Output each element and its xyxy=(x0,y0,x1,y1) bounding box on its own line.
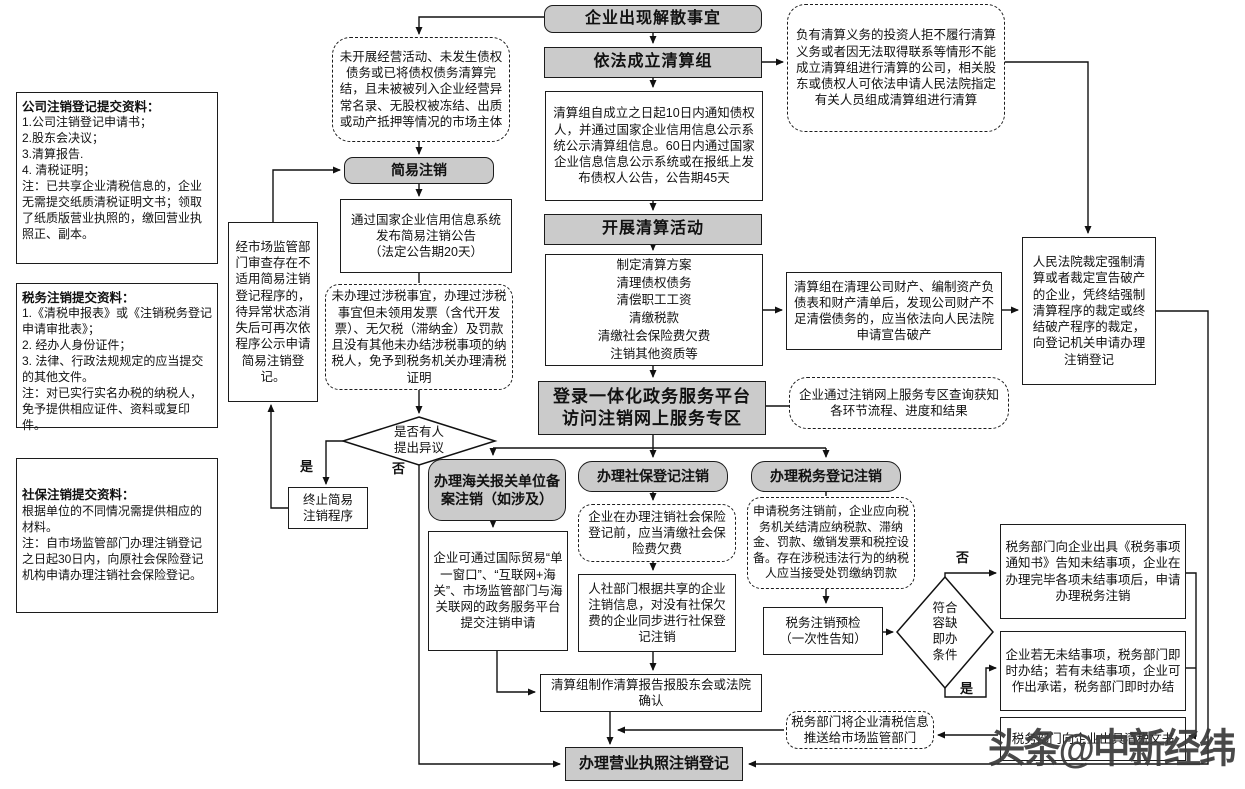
node-investor-refusal: 负有清算义务的投资人拒不履行清算义务或者因无法取得联系等情形不能成立清算组进行清… xyxy=(787,4,1005,132)
node-terminate-simple: 终止简易 注销程序 xyxy=(288,487,368,529)
node-customs-header: 办理海关报关单位备案注销（如涉及） xyxy=(428,459,566,521)
node-liquidation-plan: 制定清算方案 清理债权债务 清偿职工工资 清缴税款 清缴社会保险费欠费 注销其他… xyxy=(545,254,763,366)
edge-label-objection-no: 否 xyxy=(392,461,406,476)
concession-diamond-label: 符合 容缺 即办 条件 xyxy=(932,600,958,662)
node-market-review: 经市场监管部门审查存在不适用简易注销登记程序的，待异常状态消失后可再次依程序公示… xyxy=(228,222,318,402)
node-immediate-settle: 企业若无未结事项，税务部门即时办结；若有未结事项，企业可作出承诺，税务部门即时办… xyxy=(1000,631,1186,711)
node-tax-certificate: 税务部门向企业出具清税文书 xyxy=(1000,717,1186,761)
note-tax-materials: 税务注销提交资料： 1.《清税申报表》或《注销税务登记申请审批表》； 2. 经办… xyxy=(16,283,218,432)
node-simple-announcement: 通过国家企业信用信息系统发布简易注销公告 （法定公告期20天） xyxy=(340,199,512,273)
node-tax-header: 办理税务登记注销 xyxy=(751,461,901,492)
node-progress-query: 企业通过注销网上服务专区查询获知各环节流程、进度和结果 xyxy=(789,377,1009,429)
watermark-zhongxinjingwei: 头条@中新经纬 xyxy=(988,727,1236,771)
node-dissolve: 企业出现解散事宜 xyxy=(544,5,762,33)
node-liquidation-group: 依法成立清算组 xyxy=(544,47,762,78)
node-push-info: 税务部门将企业清税信息推送给市场监管部门 xyxy=(786,711,934,749)
edge-label-concession-yes: 是 xyxy=(960,681,974,696)
note-social-materials: 社保注销提交资料： 根据单位的不同情况需提供相应的材料。 注：自市场监管部门办理… xyxy=(16,458,218,613)
node-tax-precheck: 税务注销预检 （一次性告知） xyxy=(763,607,883,655)
node-insolvency-found: 清算组在清理公司财产、编制资产负债表和财产清单后，发现公司财产不足清偿债务的，应… xyxy=(786,272,1002,350)
note-social-title: 社保注销提交资料： xyxy=(22,488,135,503)
concession-diamond xyxy=(896,575,994,690)
node-court-ruling: 人民法院裁定强制清算或者裁定宣告破产的企业，凭终结强制清算程序的裁定或终结破产程… xyxy=(1022,237,1156,385)
node-liquidation-report: 清算组制作清算报告报股东会或法院确认 xyxy=(540,674,762,712)
node-license-deregistration: 办理营业执照注销登记 xyxy=(565,747,743,781)
node-simple-eligibility: 未开展经营活动、未发生债权债务或已将债权债务清算完结，且未被被列入企业经营异常名… xyxy=(332,37,510,142)
node-no-tax-matters: 未办理过涉税事宜，办理过涉税事宜但未领用发票（含代开发票）、无欠税（滞纳金）及罚… xyxy=(325,284,513,390)
node-social-header: 办理社保登记注销 xyxy=(578,461,728,492)
node-tax-clear: 申请税务注销前，企业应向税务机关结清应纳税款、滞纳金、罚款、缴销发票和税控设备。… xyxy=(747,497,915,589)
objection-diamond-label: 是否有人 提出异议 xyxy=(393,425,444,455)
note-company-title: 公司注销登记提交资料： xyxy=(22,100,160,114)
node-tax-notice: 税务部门向企业出具《税务事项通知书》告知未结事项，企业在办理完毕各项未结事项后，… xyxy=(1000,524,1186,619)
note-tax-title: 税务注销提交资料： xyxy=(22,291,135,305)
node-carry-out-liquidation: 开展清算活动 xyxy=(544,214,762,245)
node-customs-detail: 企业可通过国际贸易“单一窗口”、“互联网+海关”、市场监管部门与海关联网的政务服… xyxy=(428,531,568,651)
note-social-body: 根据单位的不同情况需提供相应的材料。 注：自市场监管部门办理注销登记之日起30日… xyxy=(22,503,204,582)
note-company-materials: 公司注销登记提交资料： 1.公司注销登记申请书； 2.股东会决议； 3.清算报告… xyxy=(16,92,218,264)
note-tax-body: 1.《清税申报表》或《注销税务登记申请审批表》； 2. 经办人身份证件； 3. … xyxy=(22,306,213,432)
edge-label-concession-no: 否 xyxy=(956,550,970,565)
node-simple-deregistration: 简易注销 xyxy=(344,157,494,184)
objection-diamond xyxy=(340,416,498,466)
note-company-body: 1.公司注销登记申请书； 2.股东会决议； 3.清算报告. 4. 清税证明； 注… xyxy=(22,115,203,241)
node-social-sync: 人社部门根据共享的企业注销信息，对没有社保欠费的企业同步进行社保登记注销 xyxy=(578,574,736,652)
node-login-platform: 登录一体化政务服务平台 访问注销网上服务专区 xyxy=(538,381,766,435)
edge-label-objection-yes: 是 xyxy=(300,459,314,474)
node-notify-creditors: 清算组自成立之日起10日内通知债权人，并通过国家企业信用信息公示系统公示清算组信… xyxy=(545,91,763,201)
node-social-clear-fees: 企业在办理注销社会保险登记前，应当清缴社会保险费欠费 xyxy=(578,504,736,562)
